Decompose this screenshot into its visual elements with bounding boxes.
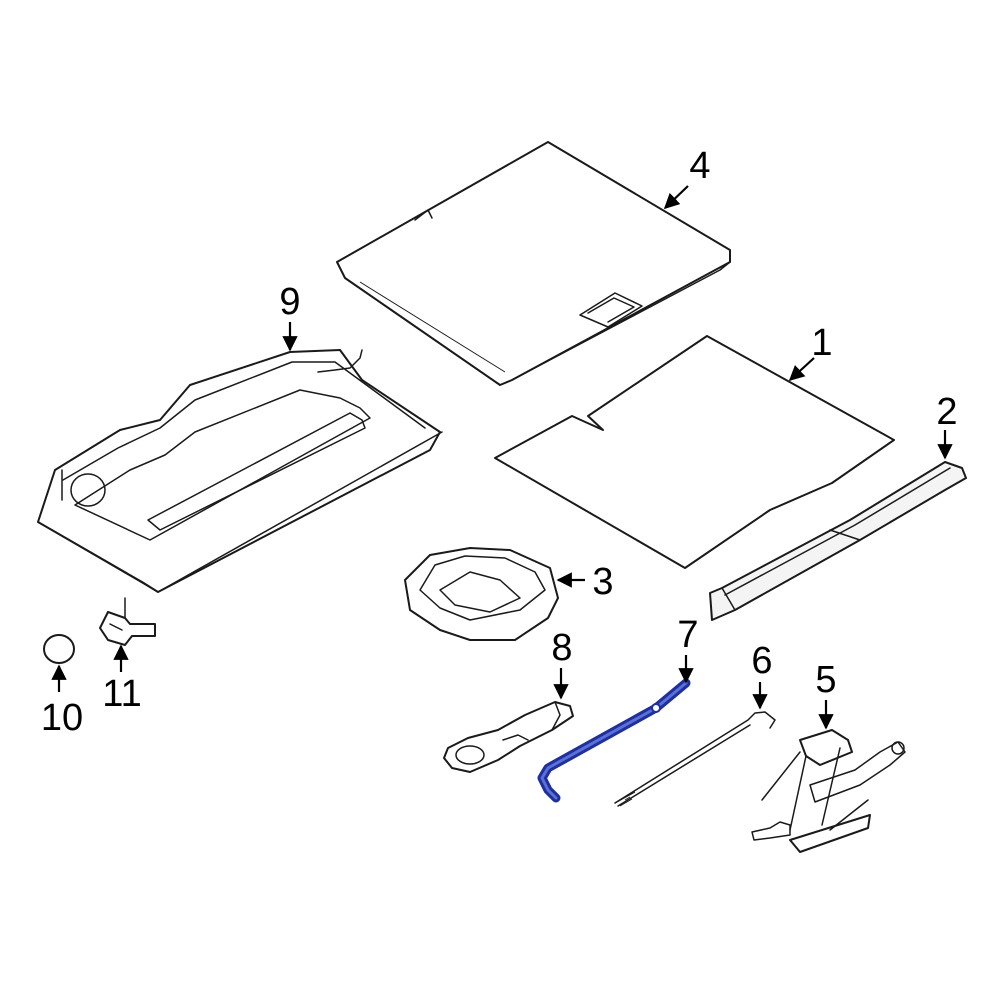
- callout-2[interactable]: 2: [936, 391, 957, 433]
- callout-labels: 1 2 3 4 5 6 7 8 9 10 11: [41, 145, 958, 739]
- part-luggage-floor-board[interactable]: [336, 141, 731, 386]
- part-tool-tray[interactable]: [404, 547, 559, 641]
- part-scissor-jack[interactable]: [751, 729, 906, 853]
- callout-5[interactable]: 5: [815, 659, 836, 701]
- callout-6[interactable]: 6: [751, 640, 772, 682]
- callout-9[interactable]: 9: [279, 281, 300, 323]
- callout-3[interactable]: 3: [592, 561, 613, 603]
- part-clip[interactable]: [99, 597, 156, 646]
- callout-7[interactable]: 7: [677, 614, 698, 656]
- callout-11[interactable]: 11: [102, 673, 141, 715]
- leader-1: [788, 357, 815, 382]
- part-trunk-sill-trim[interactable]: [709, 461, 967, 621]
- part-lug-wrench[interactable]: [537, 678, 691, 803]
- leader-4: [663, 185, 689, 210]
- part-cap[interactable]: [43, 634, 75, 664]
- callout-1[interactable]: 1: [811, 322, 832, 364]
- callout-4[interactable]: 4: [689, 145, 710, 187]
- callout-8[interactable]: 8: [551, 627, 572, 669]
- part-cargo-floor-mat[interactable]: [494, 335, 895, 569]
- part-jack-handle-rod[interactable]: [614, 711, 776, 807]
- part-package-tray[interactable]: [37, 349, 443, 593]
- callout-10[interactable]: 10: [41, 697, 83, 739]
- part-tow-hook[interactable]: [443, 701, 574, 773]
- callout-leaders: [51, 185, 953, 730]
